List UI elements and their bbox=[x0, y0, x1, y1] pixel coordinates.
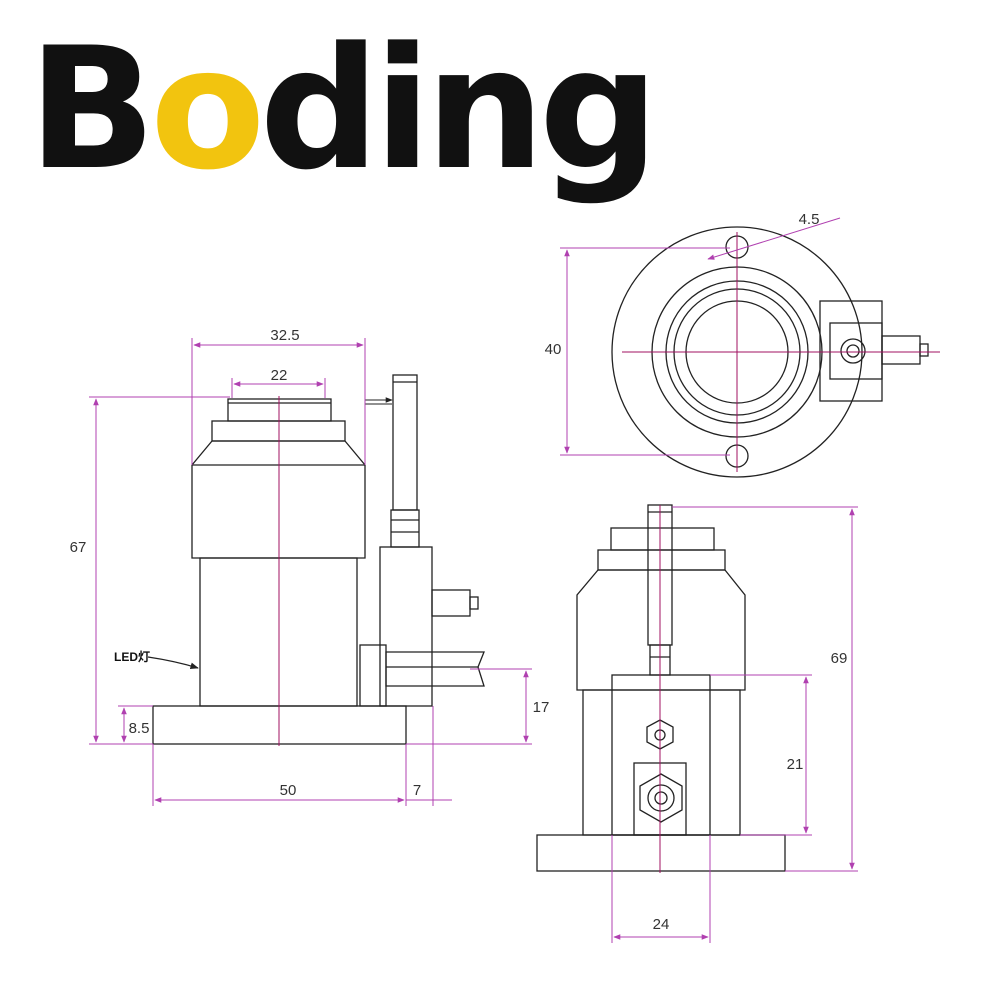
dim-height-right: 69 bbox=[831, 650, 848, 667]
dim-block-width: 24 bbox=[653, 916, 670, 933]
side-view bbox=[536, 504, 786, 872]
dim-base-height: 8.5 bbox=[129, 720, 150, 737]
dim-height-left: 67 bbox=[70, 539, 87, 556]
logo-letters-ding: ding bbox=[259, 11, 659, 207]
side-top-cap bbox=[597, 549, 726, 571]
dim-base-width: 50 bbox=[280, 782, 297, 799]
front-rod-nut bbox=[390, 509, 420, 548]
front-view bbox=[152, 374, 485, 745]
front-dimensions bbox=[89, 338, 532, 806]
top-fitting-nut bbox=[840, 338, 866, 364]
led-leader bbox=[147, 656, 199, 670]
boding-logo: Boding bbox=[28, 11, 659, 207]
dim-port-height: 21 bbox=[787, 756, 804, 773]
front-side-clamp bbox=[359, 644, 387, 707]
led-label: LED灯 bbox=[114, 649, 150, 664]
front-sensor-rod bbox=[392, 374, 418, 511]
front-side-bracket bbox=[379, 546, 433, 707]
dim-hole: 4.5 bbox=[799, 211, 820, 228]
logo-letter-o: o bbox=[150, 11, 265, 207]
front-pipe bbox=[385, 651, 485, 687]
top-centerlines bbox=[622, 232, 940, 472]
top-dimensions bbox=[560, 217, 841, 456]
logo-letter-b: B bbox=[28, 11, 156, 207]
dim-circle-diameter: 40 bbox=[545, 341, 562, 358]
front-side-fitting bbox=[431, 589, 471, 617]
dim-offset: 7 bbox=[413, 782, 421, 799]
dim-top-width: 32.5 bbox=[270, 327, 299, 344]
side-dimensions bbox=[611, 506, 858, 943]
dim-top-inner: 22 bbox=[271, 367, 288, 384]
side-body-upper bbox=[576, 569, 746, 691]
side-lower-fitting bbox=[639, 773, 683, 823]
dim-pipe-height: 17 bbox=[533, 699, 550, 716]
side-base-plate bbox=[536, 834, 786, 872]
top-side-block bbox=[819, 300, 883, 402]
